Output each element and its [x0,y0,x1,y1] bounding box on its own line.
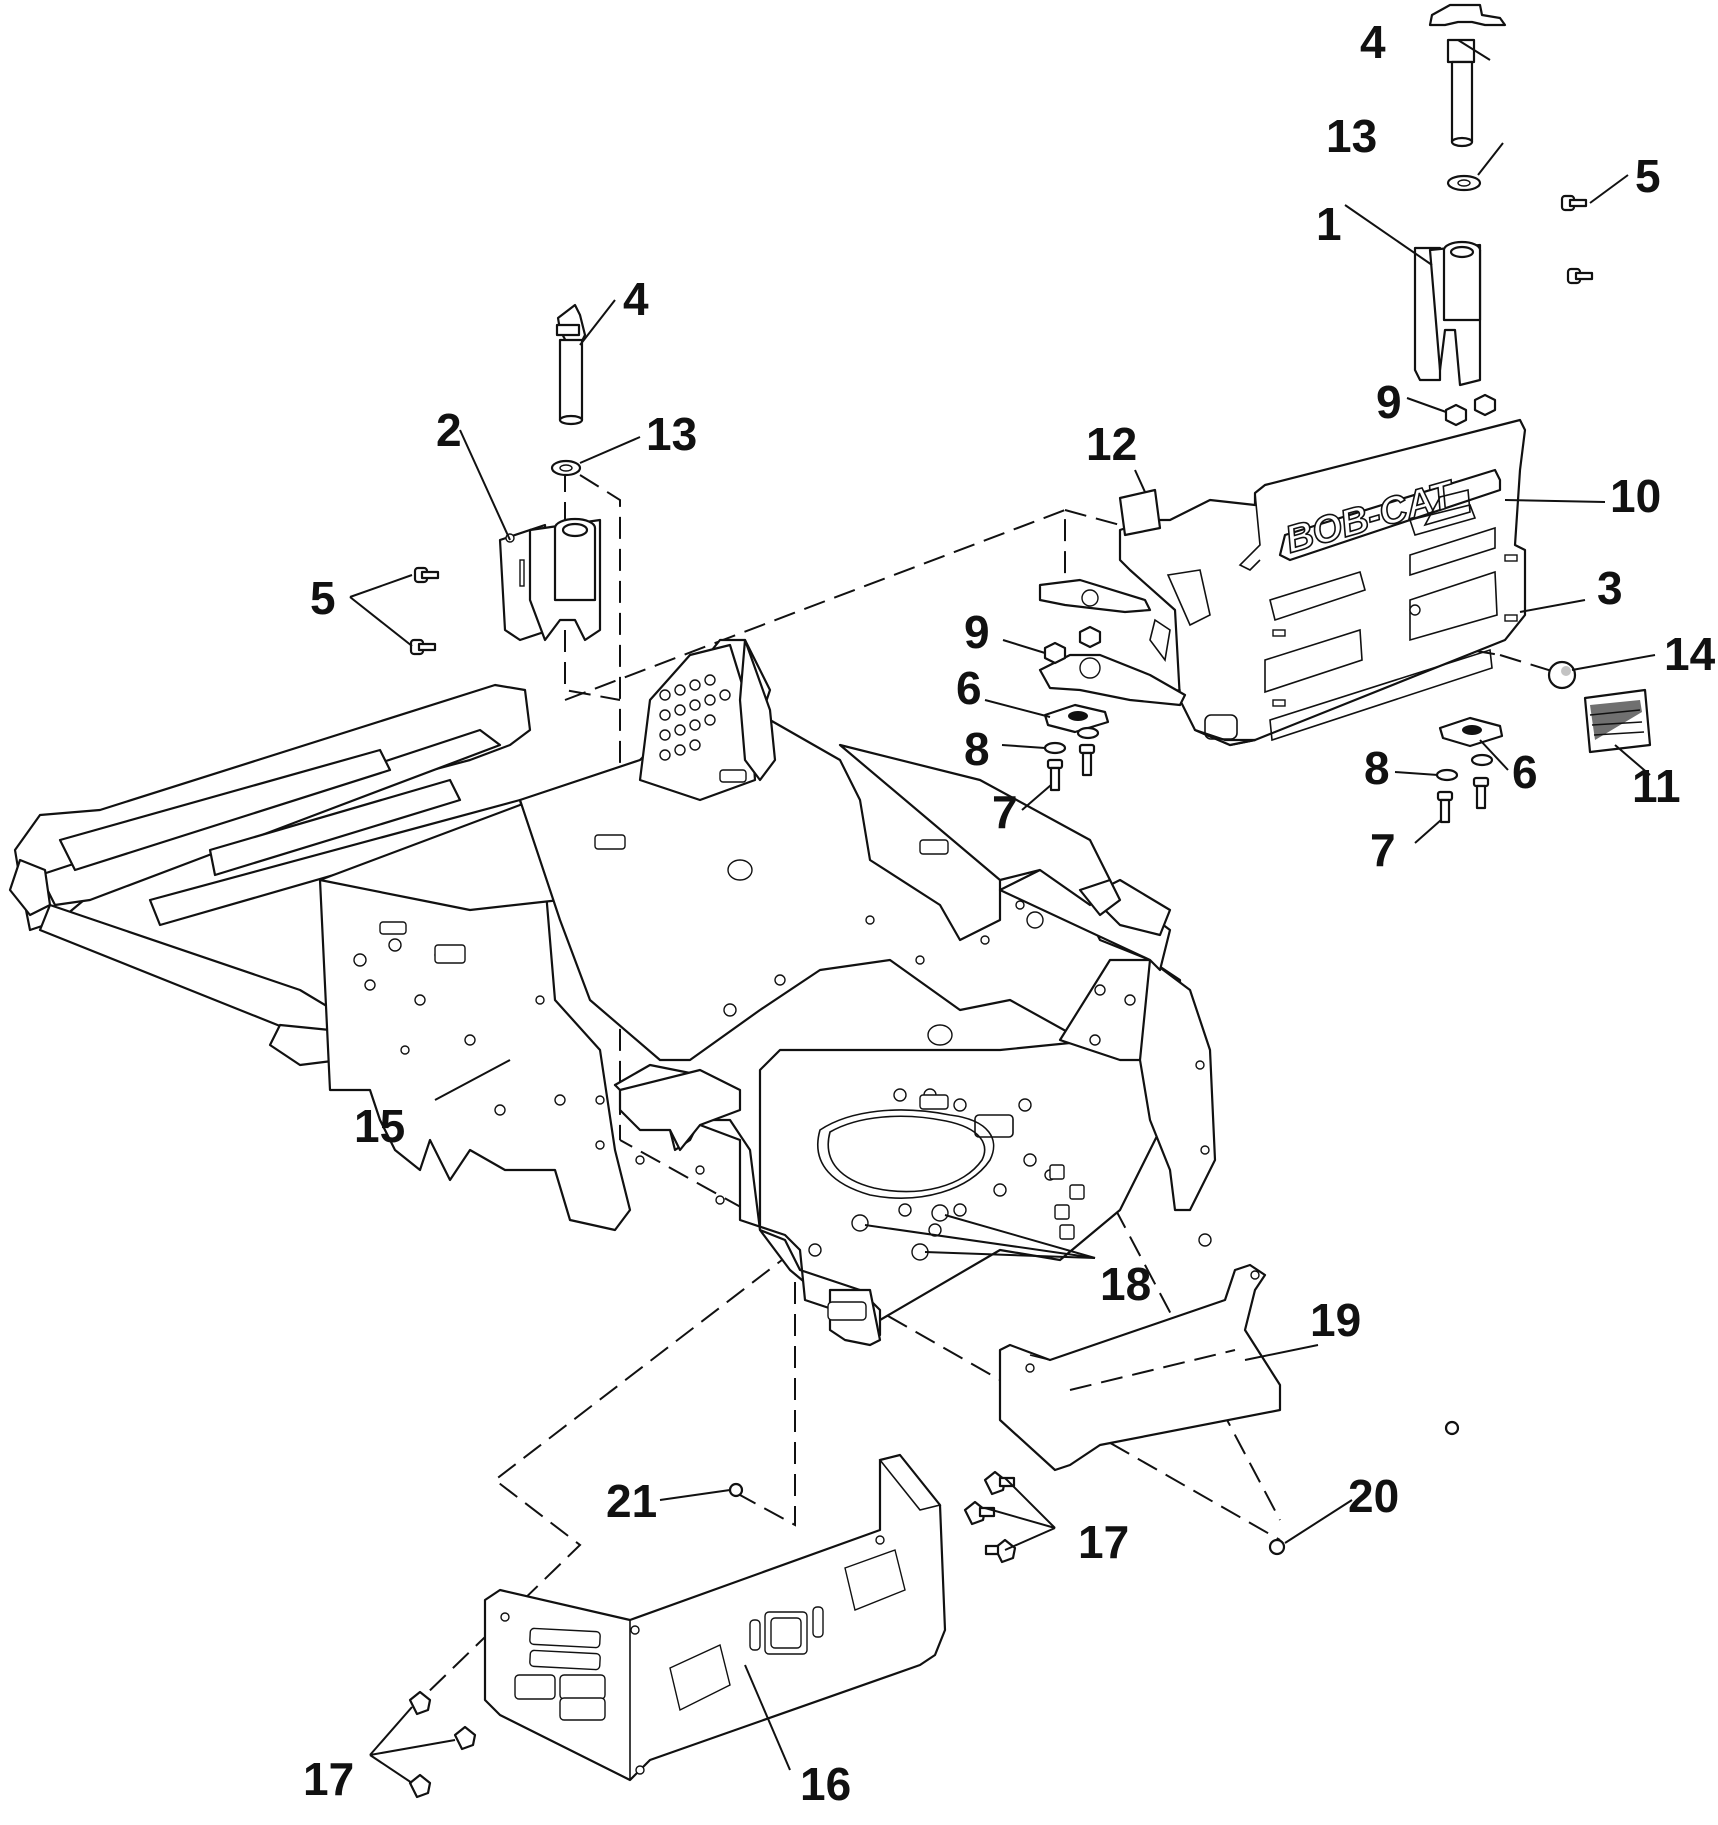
fasteners-right [1435,393,1497,824]
callout-17-left: 17 [303,1753,354,1805]
callout-8-left: 8 [964,723,990,775]
callout-19: 19 [1310,1294,1361,1346]
right-screws [1560,194,1594,285]
callout-6-left: 6 [956,662,982,714]
callout-7-left: 7 [992,786,1018,838]
callout-11: 11 [1632,760,1681,812]
seat-mount-brackets [1038,578,1187,707]
callout-9-left: 9 [964,606,990,658]
left-hinge-pin [555,303,587,426]
callout-1: 1 [1316,198,1342,250]
isolator-left [1043,703,1110,734]
callout-17-right: 17 [1078,1516,1129,1568]
callout-15: 15 [354,1100,405,1152]
isolator-right [1438,716,1504,748]
callout-5-left: 5 [310,572,336,624]
right-hinge-bracket [1413,240,1482,387]
callout-20: 20 [1348,1470,1399,1522]
callout-3: 3 [1597,562,1623,614]
plug-cap [1547,660,1577,690]
callout-16: 16 [800,1758,851,1810]
side-shield [998,1263,1282,1472]
callout-14: 14 [1664,628,1716,680]
callouts: 1 2 3 4 4 5 5 6 6 7 7 8 8 9 9 10 11 12 1… [303,16,1716,1810]
leader-lines [349,39,1656,1784]
fasteners-left [1043,625,1102,792]
callout-7-right: 7 [1370,824,1396,876]
left-screws [409,566,440,656]
callout-10: 10 [1610,470,1661,522]
callout-8-right: 8 [1364,742,1390,794]
main-frame [8,638,1217,1347]
callout-21: 21 [606,1475,657,1527]
callout-13-right: 13 [1326,110,1377,162]
right-hinge-pin [1428,3,1507,148]
callout-5-right: 5 [1635,150,1661,202]
callout-2: 2 [436,404,462,456]
left-hinge-bracket [498,517,602,642]
front-guard [483,1453,947,1782]
instruction-decal [1583,688,1652,754]
left-washer [550,459,582,477]
callout-4-right: 4 [1360,16,1386,68]
right-washer [1446,174,1482,192]
callout-12: 12 [1086,418,1137,470]
callout-13-left: 13 [646,408,697,460]
decal-label [1118,488,1162,537]
callout-4-left: 4 [623,273,649,325]
seat-guard-panel: BOB-CAT [1118,418,1527,747]
callout-18: 18 [1100,1258,1151,1310]
callout-9-right: 9 [1376,376,1402,428]
callout-6-right: 6 [1512,746,1538,798]
